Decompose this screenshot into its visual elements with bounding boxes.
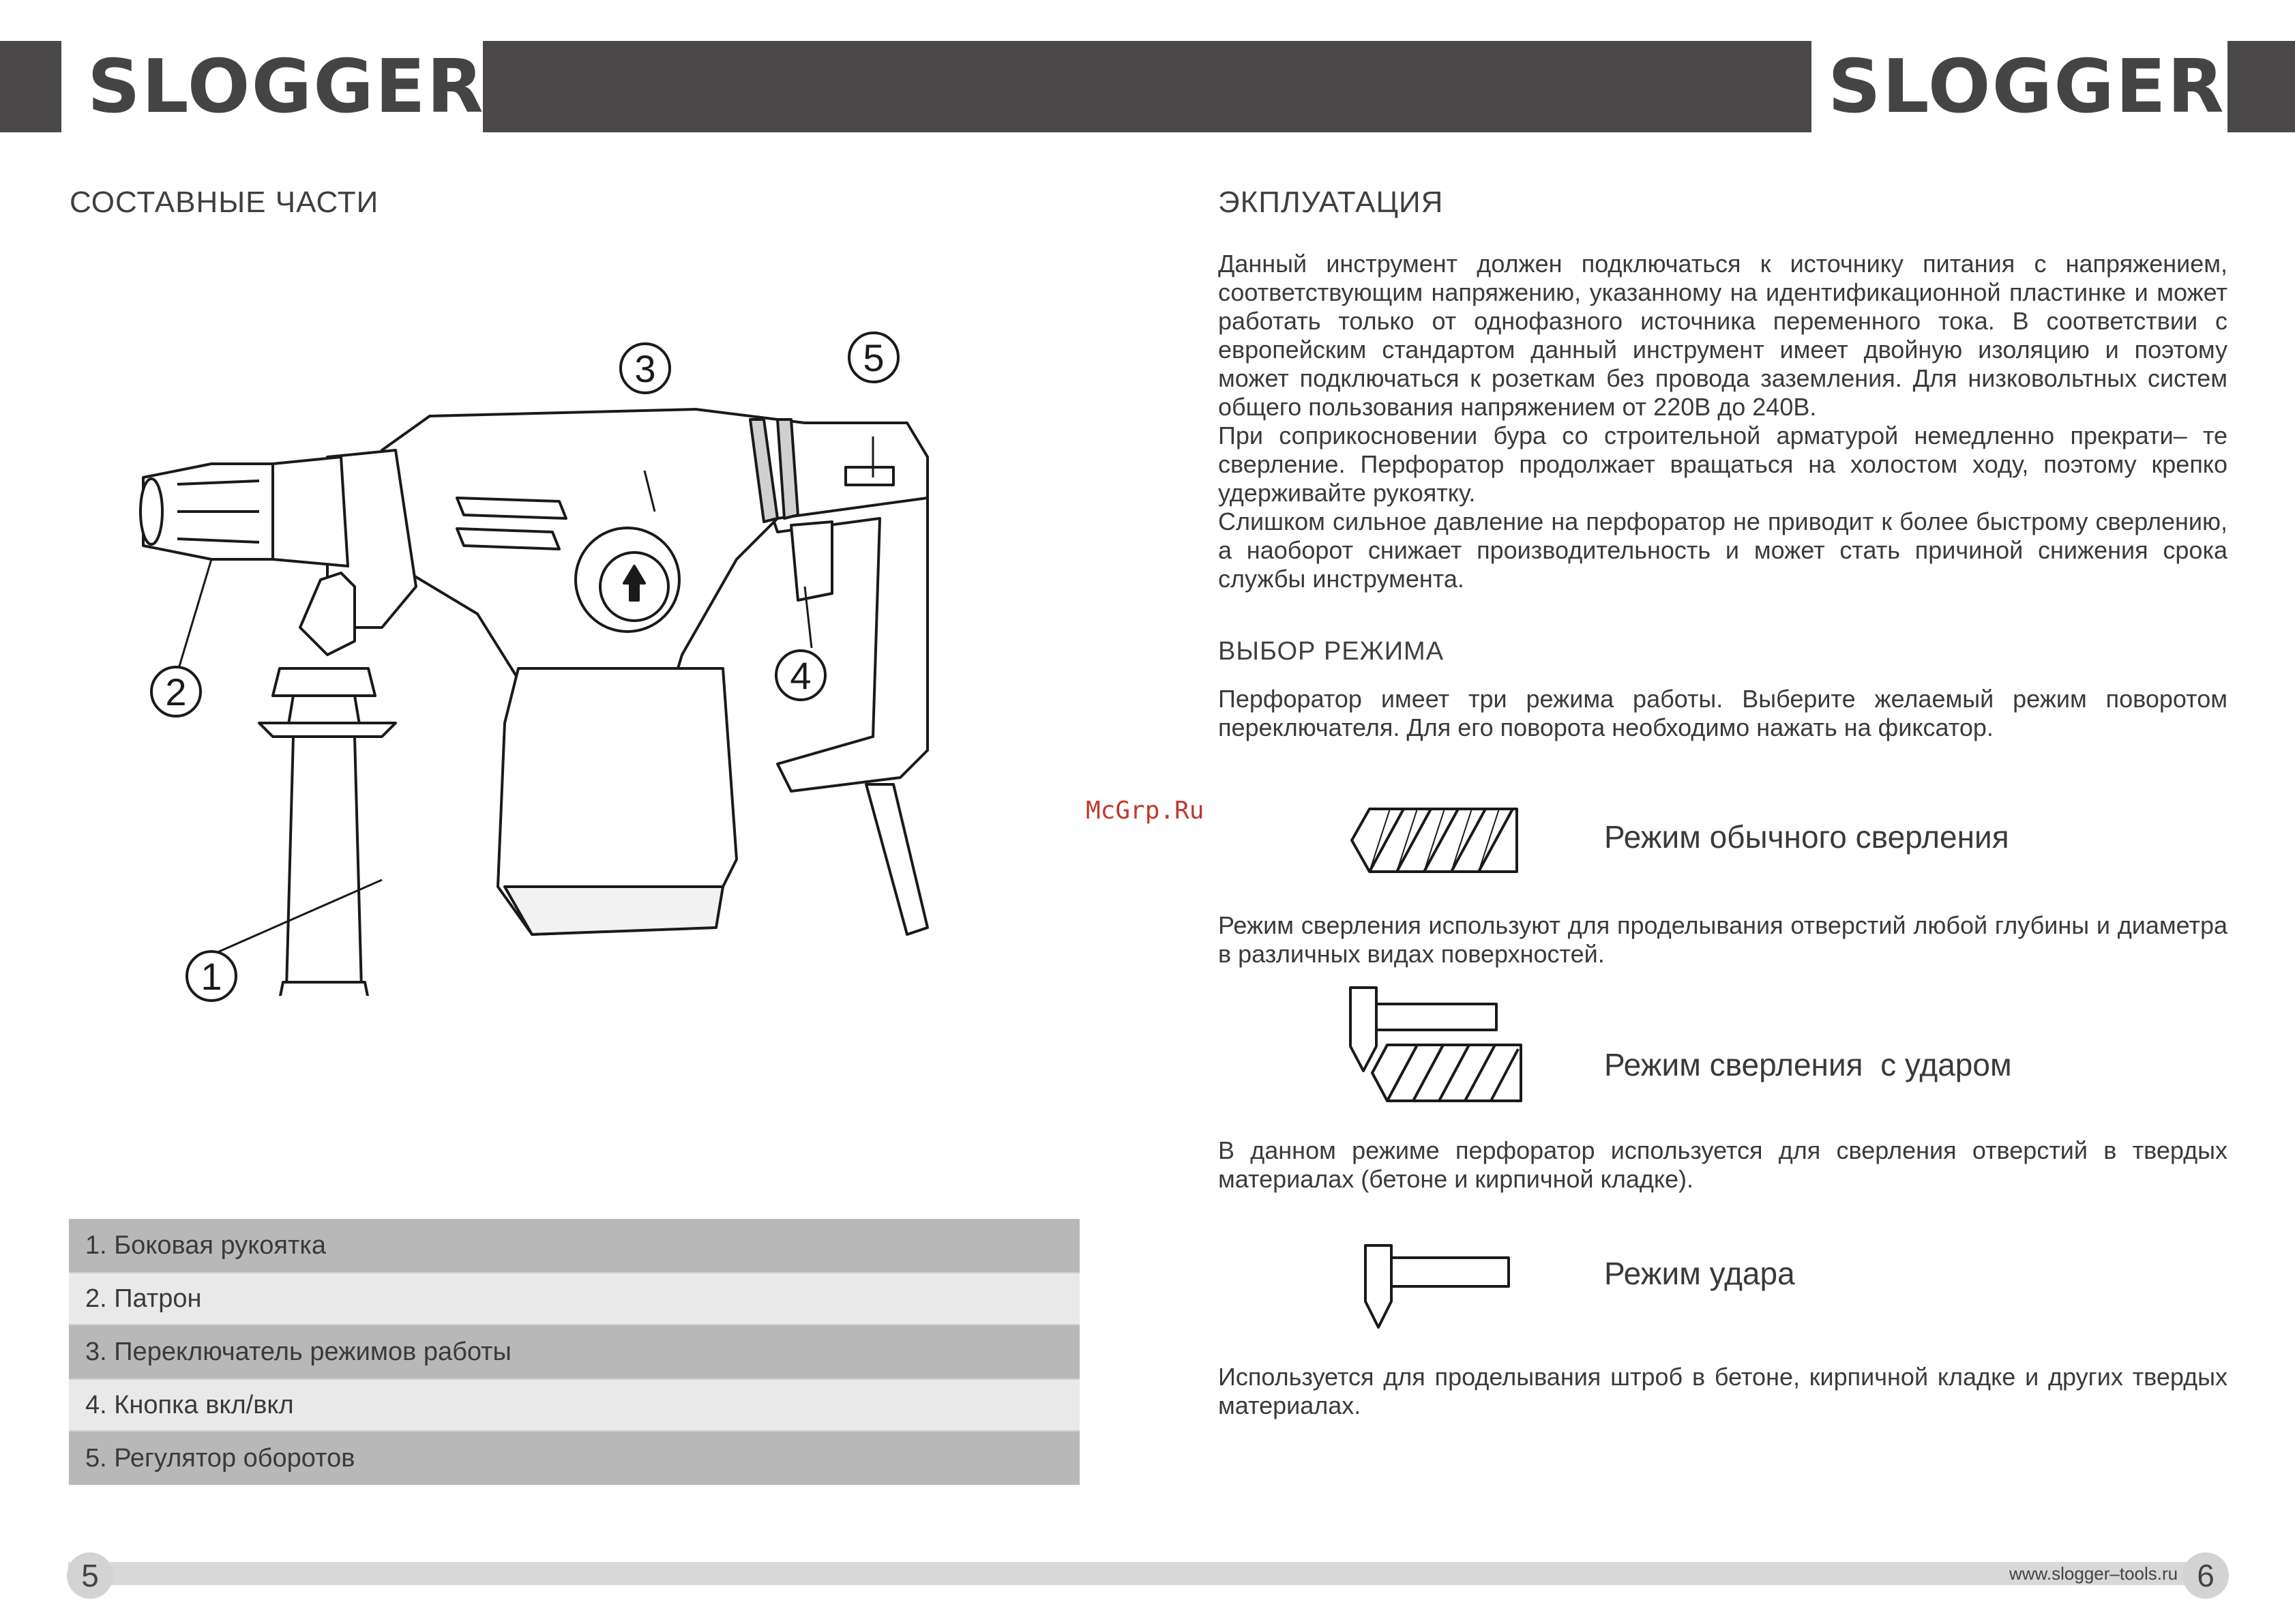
page-number-right: 6 — [2182, 1552, 2229, 1599]
callout-5: 5 — [848, 331, 900, 383]
footer-bar — [68, 1562, 2223, 1585]
callout-3: 3 — [619, 342, 671, 394]
callout-2: 2 — [150, 666, 202, 718]
parts-row: 1. Боковая рукоятка — [69, 1219, 1080, 1272]
mode-chisel-desc: Используется для проделывания штроб в бе… — [1218, 1363, 2227, 1419]
parts-table: 1. Боковая рукоятка 2. Патрон 3. Переклю… — [69, 1219, 1080, 1485]
mode-hammer-drill-label: Режим сверления с ударом — [1604, 1047, 2012, 1082]
intro-paragraph-3: Слишком сильное давление на перфоратор н… — [1218, 507, 2227, 593]
operation-title: ЭКПЛУАТАЦИЯ — [1218, 186, 1444, 219]
brand-logo-left: SLOGGER — [72, 41, 484, 132]
mode-select-intro: Перфоратор имеет три режима работы. Выбе… — [1218, 685, 2227, 741]
brand-logo-right-text: SLOGGER — [1828, 44, 2225, 130]
intro-paragraph-2: При соприкосновении бура со строительной… — [1218, 422, 2227, 507]
parts-row: 5. Регулятор оборотов — [69, 1432, 1080, 1485]
header-bar-center — [483, 41, 1811, 132]
mode-drill-desc: Режим сверления используют для проделыва… — [1218, 911, 2227, 968]
website-url: www.slogger–tools.ru — [2009, 1563, 2178, 1584]
parts-row: 4. Кнопка вкл/вкл — [69, 1378, 1080, 1432]
operation-intro: Данный инструмент должен подключаться к … — [1218, 250, 2227, 593]
header-bar-right-accent — [2227, 41, 2295, 132]
mode-drill-label: Режим обычного сверления — [1604, 819, 2009, 855]
mode-select-title: ВЫБОР РЕЖИМА — [1218, 637, 1445, 666]
brand-logo-right: SLOGGER — [1820, 41, 2224, 132]
parts-row: 3. Переключатель режимов работы — [69, 1325, 1080, 1378]
page-number-left: 5 — [67, 1552, 113, 1599]
callout-1: 1 — [186, 950, 237, 1002]
components-title: СОСТАВНЫЕ ЧАСТИ — [70, 186, 379, 219]
watermark: McGrp.Ru — [1086, 797, 1204, 825]
brand-logo-left-text: SLOGGER — [87, 44, 485, 130]
intro-paragraph-1: Данный инструмент должен подключаться к … — [1218, 250, 2227, 421]
mode-hammer-drill-desc: В данном режиме перфоратор используется … — [1218, 1136, 2227, 1193]
chisel-icon — [1364, 1244, 1510, 1329]
drill-bit-icon — [1350, 808, 1518, 873]
hammer-drill-icon — [1349, 986, 1522, 1102]
rotary-hammer-illustration — [139, 408, 929, 996]
callout-4: 4 — [775, 649, 827, 701]
mode-chisel-label: Режим удара — [1604, 1256, 1795, 1291]
header-bar-left-accent — [0, 41, 61, 132]
parts-row: 2. Патрон — [69, 1272, 1080, 1325]
